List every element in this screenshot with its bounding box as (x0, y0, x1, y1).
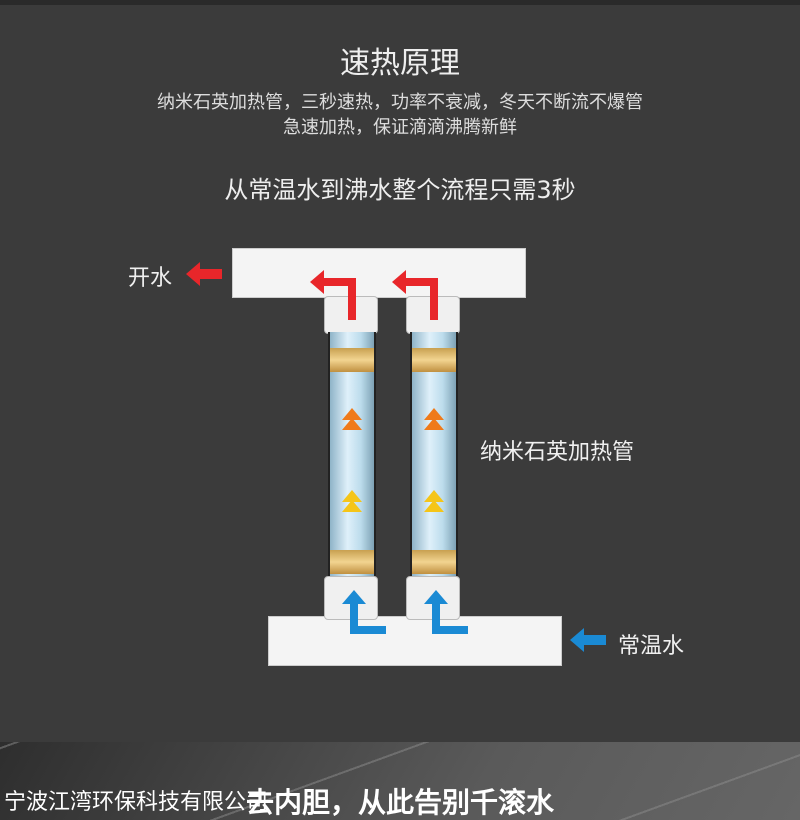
tube-band (412, 550, 456, 574)
rise-arrow-icon (424, 418, 444, 430)
outlet-label: 开水 (128, 266, 173, 291)
quartz-heating-tube (410, 332, 458, 576)
rise-arrow-icon (424, 490, 444, 502)
next-section-banner: 去内胆，从此告别千滚水 宁波江湾环保科技有限公司 (0, 742, 800, 820)
inlet-arrow-icon (570, 628, 606, 652)
heater-label: 纳米石英加热管 (480, 440, 635, 465)
rise-arrow-icon (342, 418, 362, 430)
rise-arrow-icon (342, 490, 362, 502)
tube-band (330, 550, 374, 574)
headline: 从常温水到沸水整个流程只需3秒 (224, 176, 576, 204)
cold-water-arrow-icon (424, 590, 468, 634)
tube-band (412, 348, 456, 372)
page-title: 速热原理 (340, 46, 460, 81)
quartz-heating-tube (328, 332, 376, 576)
top-divider (0, 0, 800, 5)
hot-water-arrow-icon (392, 270, 438, 320)
inlet-pipe (268, 616, 562, 666)
subtitle-line-2: 急速加热，保证滴滴沸腾新鲜 (283, 117, 517, 138)
rise-arrow-icon (342, 408, 362, 420)
tube-band (330, 348, 374, 372)
outlet-pipe (232, 248, 526, 298)
inlet-label: 常温水 (618, 634, 685, 659)
rise-arrow-icon (424, 408, 444, 420)
slogan: 去内胆，从此告别千滚水 (246, 786, 555, 819)
rise-arrow-icon (342, 500, 362, 512)
cold-water-arrow-icon (342, 590, 386, 634)
hot-water-arrow-icon (310, 270, 356, 320)
company-watermark: 宁波江湾环保科技有限公司 (4, 790, 269, 815)
subtitle-line-1: 纳米石英加热管，三秒速热，功率不衰减，冬天不断流不爆管 (157, 92, 643, 113)
outlet-arrow-icon (186, 262, 222, 286)
rise-arrow-icon (424, 500, 444, 512)
